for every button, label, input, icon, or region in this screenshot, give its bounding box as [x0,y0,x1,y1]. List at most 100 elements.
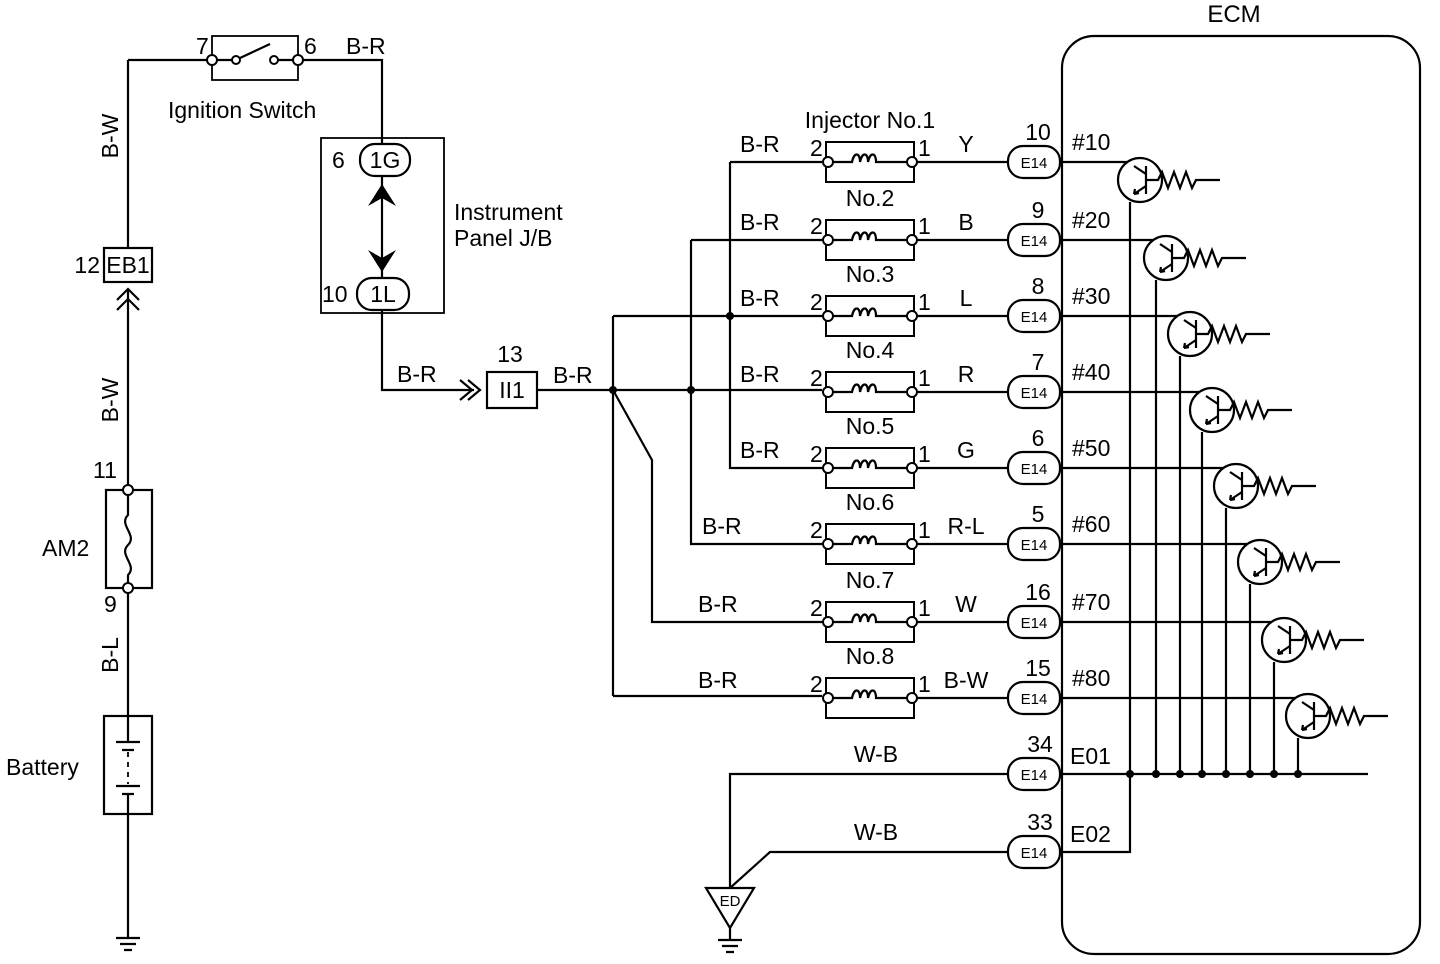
jb-top-pin: 6 [332,147,345,173]
injector-wire-out-label: Y [958,131,973,157]
injector-pin-out: 1 [918,441,931,467]
ecm-label: ECM [1207,1,1260,28]
transistor-icon [1284,692,1388,740]
ecm-connector-label: E14 [1021,155,1048,172]
ground-point-ed: ED [704,886,756,954]
ecm-pin-number: 9 [1032,197,1045,223]
injector-wire-out-label: G [957,437,975,463]
injector-pin-out: 1 [918,289,931,315]
jb-bottom-connector: 1L [370,281,396,307]
ecm-connector [1006,756,1062,792]
wire-e02-to-ground [729,850,1008,889]
ground-wire-label: W-B [854,741,898,767]
injector-name: No.6 [846,489,895,515]
injector-terminal-out [906,234,918,246]
connector-eb1-label: EB1 [106,252,149,278]
injector-coil-icon [833,383,907,394]
injector-wire-out-label: B-W [944,667,989,693]
injector-wire-in-label: B-R [740,437,780,463]
injector-pin-in: 2 [810,135,823,161]
injector-name: No.2 [846,185,895,211]
fuse-label: AM2 [42,535,89,561]
ignition-switch-pin-in: 7 [196,33,209,59]
injector-name: No.3 [846,261,895,287]
fuse-pin-bottom: 9 [104,591,117,617]
jb-arrow-down-icon [368,250,396,272]
wire-jb-to-ii1 [380,310,474,392]
ecm-terminal-label: E01 [1070,743,1111,769]
injector-wire-in-label: B-R [740,131,780,157]
injector-wire-in-label: B-R [740,285,780,311]
injector-coil-icon [833,689,907,700]
injector-pin-in: 2 [810,671,823,697]
injector-terminal-in [822,538,834,550]
injector-name: No.8 [846,643,895,669]
ecm-connector-label: E14 [1021,537,1048,554]
injector-wire-in-label: B-R [740,361,780,387]
connector-eb1-chevron [116,287,140,311]
jb-arrow-up-icon [368,184,396,206]
ignition-switch-pin-out: 6 [304,33,317,59]
ground-icon [116,936,140,952]
ecm-connector-label: E14 [1021,233,1048,250]
ecm-terminal-label: #70 [1072,589,1110,615]
wire-label-switch-out: B-R [346,33,386,59]
instrument-panel-jb: 1G 6 1L 10 Instrument Panel J/B [320,137,563,314]
ignition-switch-label: Ignition Switch [168,97,316,123]
injector-terminal-out [906,386,918,398]
wire-e01-to-ground [728,772,1008,888]
ii1-chevron [459,379,482,401]
ecm-connector-label: E14 [1021,309,1048,326]
injector-coil-icon [833,153,907,164]
jb-label-line1: Instrument [454,199,563,225]
ground-point-label: ED [720,893,741,910]
ground-wire-label: W-B [854,819,898,845]
injector-pin-in: 2 [810,289,823,315]
injector-name: No.4 [846,337,895,363]
fuse-element [124,495,132,583]
jb-bottom-pin: 10 [322,281,348,307]
ecm-connector [1006,834,1062,870]
injector-name: No.5 [846,413,895,439]
ecm-pin-number: 33 [1027,809,1053,835]
transistor-icon [1212,462,1316,510]
injector-pin-in: 2 [810,595,823,621]
injector-terminal-out [906,538,918,550]
injector-name: Injector No.1 [805,107,935,133]
injector-wire-out-label: R-L [947,513,984,539]
injector-terminal-out [906,156,918,168]
injector-terminal-out [906,310,918,322]
wire-label-left-middle: B-W [97,377,123,422]
ecm-terminal-label: #50 [1072,435,1110,461]
injector-coil-icon [833,613,907,624]
injector-wire-in-label: B-R [702,513,742,539]
transistor-icon [1166,310,1270,358]
fuse-pin-top: 11 [93,457,117,483]
injector-wire-out-label: W [955,591,977,617]
injector-wire-in-label: B-R [698,667,738,693]
injector-pin-in: 2 [810,441,823,467]
battery-plates [116,716,140,814]
injector-wire-in-label: B-R [740,209,780,235]
injector-coil-icon [833,231,907,242]
ecm-connector-label: E14 [1021,691,1048,708]
ecm-pin-number: 15 [1025,655,1051,681]
transistor-icon [1142,234,1246,282]
injector-pin-out: 1 [918,213,931,239]
injector-pin-in: 2 [810,213,823,239]
connector-eb1: EB1 12 [74,246,154,311]
battery: Battery [6,714,154,816]
ecm-terminal-label: #20 [1072,207,1110,233]
ecm-connector-label: E14 [1021,615,1048,632]
wire-label-left-lower: B-L [97,637,123,673]
ecm-connector-label: E14 [1021,461,1048,478]
injector-pin-out: 1 [918,595,931,621]
ecm-connector-label: E14 [1021,767,1048,784]
injector-pin-in: 2 [810,517,823,543]
injector-coil-icon [833,459,907,470]
